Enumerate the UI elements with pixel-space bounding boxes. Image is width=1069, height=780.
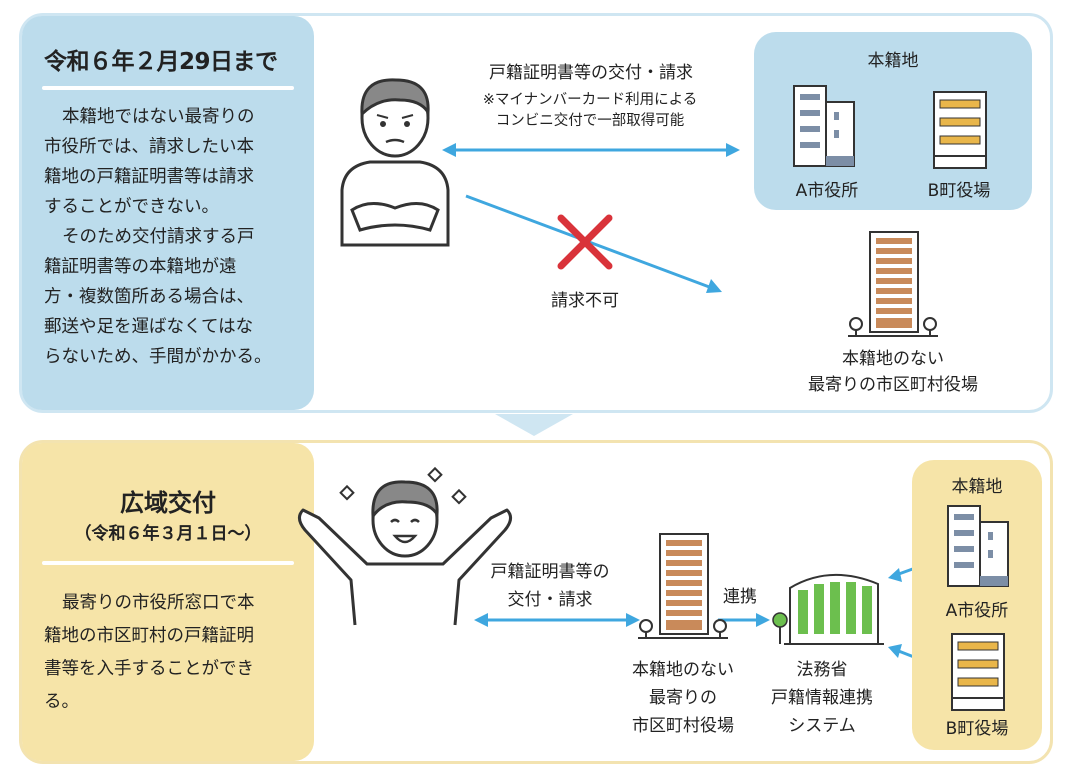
city-hall-building-icon xyxy=(793,85,855,167)
moj-building-icon xyxy=(772,574,884,645)
label-line: 戸籍証明書等の xyxy=(490,562,610,582)
label-line: 本籍地のない xyxy=(632,660,734,680)
nearest-office-label-top: 本籍地のない 最寄りの市区町村役場 xyxy=(770,346,1016,398)
honseki-title-bottom: 本籍地 xyxy=(951,477,1003,497)
label-line: 市区町村役場 xyxy=(632,716,734,736)
denied-label: 請求不可 xyxy=(551,291,619,311)
after-description-panel: 広域交付 （令和６年３月１日～） 最寄りの市役所窓口で本 籍地の市区町村の戸籍証… xyxy=(22,443,314,761)
title-divider xyxy=(42,561,294,565)
label-line: 交付・請求 xyxy=(507,590,593,610)
text-line: らないため、手間がかかる。 xyxy=(44,347,272,367)
text-line: 郵送や足を運ばなくてはな xyxy=(44,317,254,337)
text-line: る。 xyxy=(44,692,79,712)
before-paragraph-1: 本籍地ではない最寄りの 市役所では、請求したい本 籍地の戸籍証明書等は請求 する… xyxy=(44,102,255,222)
after-title: 広域交付 xyxy=(120,489,216,517)
before-paragraph-2: そのため交付請求する戸 籍証明書等の本籍地が遠 方・複数箇所ある場合は、 郵送や… xyxy=(44,222,272,372)
text-line: することができない。 xyxy=(44,197,219,217)
text-line: そのため交付請求する戸 xyxy=(62,227,255,247)
text-line: 最寄りの市役所窓口で本 xyxy=(62,593,255,613)
label-line: 法務省 xyxy=(796,660,848,680)
label-line: 最寄りの xyxy=(649,688,717,708)
city-hall-building-icon xyxy=(947,505,1009,587)
request-label-bottom: 戸籍証明書等の 交付・請求 xyxy=(470,558,630,614)
nearest-office-building-icon-bottom xyxy=(638,533,728,639)
text-line: 市役所では、請求したい本 xyxy=(44,137,254,157)
text-line: 籍証明書等の本籍地が遠 xyxy=(44,257,237,277)
text-line: 書等を入手することができ xyxy=(44,659,254,679)
text-line: 方・複数箇所ある場合は、 xyxy=(44,287,254,307)
town-office-building-icon xyxy=(951,633,1005,711)
label-line: 戸籍情報連携 xyxy=(771,688,873,708)
after-paragraph: 最寄りの市役所窓口で本 籍地の市区町村の戸籍証明 書等を入手することができ る。 xyxy=(44,587,255,719)
label-line: 最寄りの市区町村役場 xyxy=(808,375,978,395)
city-a-label-top: A市役所 xyxy=(795,181,859,201)
town-b-label-bottom: B町役場 xyxy=(945,719,1009,739)
honseki-title-top: 本籍地 xyxy=(867,51,919,71)
link-label: 連携 xyxy=(723,587,757,607)
note-line: ※マイナンバーカード利用による xyxy=(482,92,698,108)
denied-cross-icon xyxy=(557,214,613,270)
title-divider xyxy=(42,86,294,90)
happy-person-icon xyxy=(298,466,512,626)
convenience-store-note: ※マイナンバーカード利用による コンビニ交付で一部取得可能 xyxy=(450,88,730,130)
after-date: （令和６年３月１日～） xyxy=(74,524,262,544)
after-panel: 広域交付 （令和６年３月１日～） 最寄りの市役所窓口で本 籍地の市区町村の戸籍証… xyxy=(19,440,1053,764)
request-label-top: 戸籍証明書等の交付・請求 xyxy=(489,63,693,83)
text-line: 籍地の戸籍証明書等は請求 xyxy=(44,167,254,187)
before-title: 令和６年２月29日まで xyxy=(44,49,278,75)
label-line: システム xyxy=(788,716,856,736)
town-office-building-icon xyxy=(933,91,987,169)
note-line: コンビニ交付で一部取得可能 xyxy=(495,113,685,129)
town-b-label-top: B町役場 xyxy=(927,181,991,201)
city-a-label-bottom: A市役所 xyxy=(945,601,1009,621)
before-description-panel: 令和６年２月29日まで 本籍地ではない最寄りの 市役所では、請求したい本 籍地の… xyxy=(22,16,314,410)
text-line: 本籍地ではない最寄りの xyxy=(62,107,255,127)
nearest-office-building-icon-top xyxy=(848,231,938,337)
text-line: 籍地の市区町村の戸籍証明 xyxy=(44,626,254,646)
label-line: 本籍地のない xyxy=(842,349,944,369)
worried-person-icon xyxy=(340,78,450,247)
moj-system-label: 法務省 戸籍情報連携 システム xyxy=(752,656,892,740)
nearest-office-label-bottom: 本籍地のない 最寄りの 市区町村役場 xyxy=(610,656,756,740)
